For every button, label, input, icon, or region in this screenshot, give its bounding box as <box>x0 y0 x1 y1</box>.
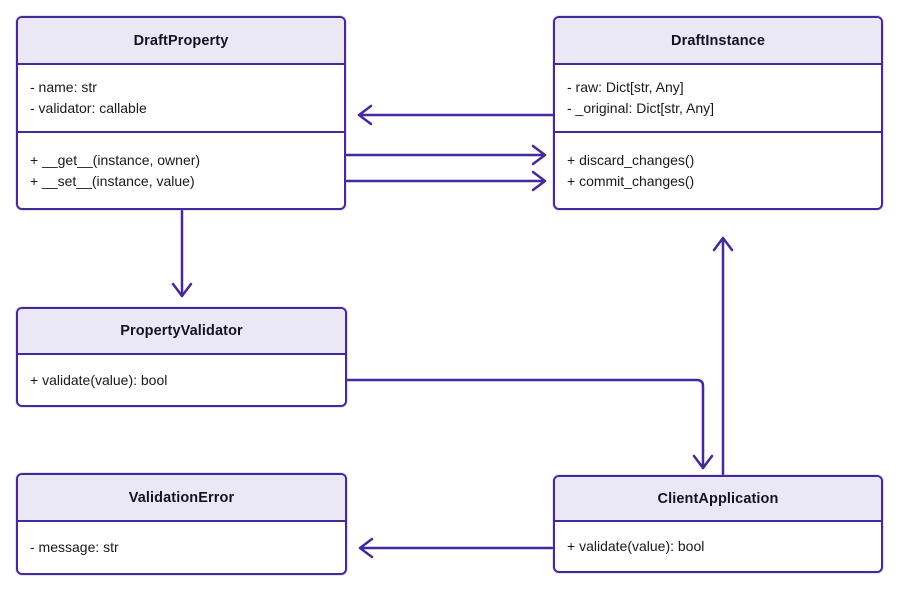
arrow-propertyvalidator-to-clientapplication <box>345 378 714 470</box>
class-draftproperty-header: DraftProperty <box>18 18 344 65</box>
method: + discard_changes() <box>567 151 695 168</box>
class-clientapplication: ClientApplication + validate(value): boo… <box>553 475 883 573</box>
arrow-clientapplication-to-draftinstance <box>712 236 734 476</box>
class-title: ValidationError <box>128 489 235 506</box>
attribute: - message: str <box>30 539 119 555</box>
arrow-draftinstance-to-draftproperty <box>357 104 555 126</box>
attribute: - validator: callable <box>30 100 147 116</box>
attribute: - _original: Dict[str, Any] <box>567 100 715 116</box>
class-title: ClientApplication <box>657 490 779 507</box>
class-propertyvalidator: PropertyValidator + validate(value): boo… <box>16 307 347 407</box>
class-title: DraftInstance <box>671 32 765 49</box>
class-validationerror-attributes: - message: str <box>18 522 345 573</box>
class-draftproperty: DraftProperty - name: str - validator: c… <box>16 16 346 210</box>
class-clientapplication-methods: + validate(value): bool <box>555 522 881 571</box>
class-draftinstance-methods: + discard_changes() + commit_changes() <box>555 131 881 208</box>
class-title: PropertyValidator <box>120 323 243 339</box>
class-draftinstance: DraftInstance - raw: Dict[str, Any] - _o… <box>553 16 883 210</box>
method: + validate(value): bool <box>567 538 705 554</box>
method: + validate(value): bool <box>30 371 168 388</box>
class-propertyvalidator-methods: + validate(value): bool <box>18 355 345 405</box>
method: + __get__(instance, owner) <box>30 151 201 168</box>
arrow-clientapplication-to-validationerror <box>358 537 554 559</box>
attribute: - raw: Dict[str, Any] <box>567 79 684 95</box>
class-draftproperty-attributes: - name: str - validator: callable <box>18 65 344 131</box>
arrow-draftproperty-to-propertyvalidator <box>171 209 193 298</box>
class-propertyvalidator-header: PropertyValidator <box>18 309 345 355</box>
method: + __set__(instance, value) <box>30 172 195 189</box>
arrow-draftproperty-to-draftinstance-bottom <box>345 170 547 192</box>
class-draftproperty-methods: + __get__(instance, owner) + __set__(ins… <box>18 131 344 208</box>
arrow-draftproperty-to-draftinstance-top <box>345 144 547 166</box>
class-draftinstance-attributes: - raw: Dict[str, Any] - _original: Dict[… <box>555 65 881 131</box>
class-clientapplication-header: ClientApplication <box>555 477 881 522</box>
class-draftinstance-header: DraftInstance <box>555 18 881 65</box>
class-validationerror-header: ValidationError <box>18 475 345 522</box>
method: + commit_changes() <box>567 172 695 189</box>
attribute: - name: str <box>30 79 97 95</box>
class-title: DraftProperty <box>133 32 229 49</box>
class-validationerror: ValidationError - message: str <box>16 473 347 575</box>
